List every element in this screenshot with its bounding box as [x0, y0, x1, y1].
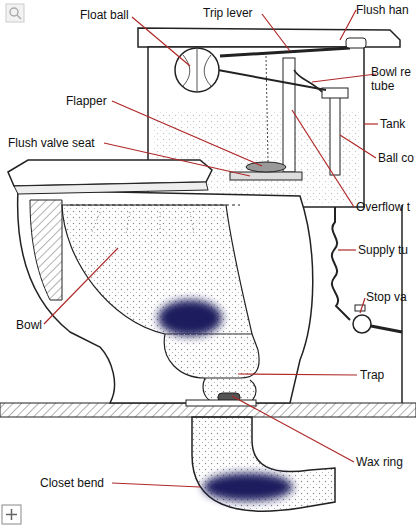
wall-line [401, 205, 403, 403]
leader-line [360, 298, 365, 313]
ball-cock [330, 95, 340, 175]
expand-icon [2, 505, 21, 524]
part-label: Trap [360, 368, 384, 382]
leader-line [112, 101, 262, 166]
leader-line [104, 143, 250, 176]
leader-line [340, 10, 356, 40]
expand-icon-plus [6, 509, 17, 520]
water-highlight [203, 473, 293, 501]
leader-line [340, 135, 376, 158]
part-label: Trip lever [203, 6, 253, 20]
leader-line [132, 17, 190, 66]
zoom-icon-lens [10, 8, 18, 16]
zoom-icon-handle [17, 15, 21, 19]
float-arm [218, 70, 326, 90]
rim-channel [70, 205, 240, 206]
overflow-tube [283, 58, 295, 172]
part-label: Supply tu [358, 243, 408, 257]
float-ball [175, 48, 219, 92]
part-label: Wax ring [356, 455, 403, 469]
bowl-interior [62, 205, 252, 334]
float-ball-shading [183, 48, 211, 92]
closet-bend-pipe [192, 417, 335, 511]
leader-line [338, 249, 356, 250]
part-label: Flush valve seat [8, 136, 95, 150]
rim-jets [92, 212, 194, 234]
bowl-wall [30, 200, 62, 300]
part-label: Flapper [66, 94, 107, 108]
supply-tube [332, 207, 350, 320]
toilet-seat [14, 182, 208, 194]
trip-lever [220, 48, 350, 56]
water-highlight [158, 300, 222, 336]
leader-line [44, 248, 118, 324]
leader-line [312, 74, 376, 82]
leader-line [292, 110, 354, 207]
zoom-icon [6, 4, 24, 22]
part-label: Stop va [366, 290, 407, 304]
leader-line [364, 123, 378, 124]
part-label: Float ball [80, 8, 129, 22]
part-label: Ball co [378, 151, 414, 165]
part-label: Bowl [16, 318, 42, 332]
part-label: Bowl re tube [371, 65, 415, 93]
valve-handle [355, 305, 365, 311]
flush-handle [346, 38, 366, 48]
trap-channel [164, 334, 259, 403]
stop-valve [353, 315, 371, 333]
leader-line [112, 483, 200, 487]
leader-lines [44, 10, 378, 487]
part-label: Closet bend [40, 476, 104, 490]
leader-line [232, 396, 354, 462]
part-label: Tank [380, 117, 405, 131]
valve-stub [371, 326, 402, 332]
flapper [246, 162, 286, 172]
bowl-body [18, 190, 313, 403]
flush-valve-seat [230, 172, 302, 180]
part-label: Flush han [356, 3, 409, 17]
leader-line [238, 374, 357, 375]
leader-line [262, 14, 290, 51]
lift-chain [266, 56, 268, 162]
tank-lid [138, 28, 400, 47]
part-label: Overflow t [356, 200, 410, 214]
